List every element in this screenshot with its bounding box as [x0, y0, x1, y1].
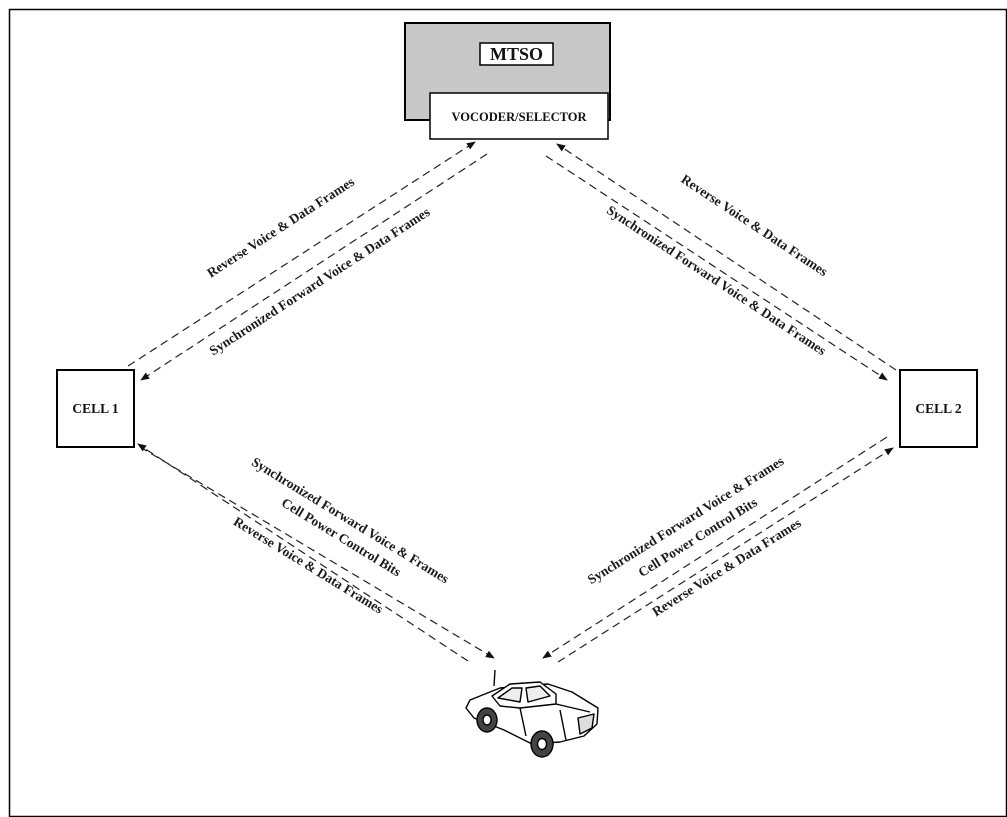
cell-1-box [56, 369, 135, 448]
cell-1-label: CELL 1 [72, 401, 118, 416]
cell-1-node: CELL 1 [56, 369, 135, 448]
car-icon [465, 669, 599, 758]
mtso-cell1-reverse-arrow [127, 141, 476, 367]
mtso-cell2-forward-label: Synchronized Forward Voice & Data Frames [604, 202, 829, 358]
cell2-car-reverse-arrow [557, 447, 894, 663]
vocoder-selector-label: VOCODER/SELECTOR [452, 110, 588, 124]
cell-2-box [899, 369, 978, 448]
cell1-car-forward-label: Synchronized Forward Voice & Frames [249, 454, 452, 586]
vocoder-selector-box [429, 92, 609, 140]
mtso-label: MTSO [490, 44, 543, 64]
cell1-car-reverse-arrow [137, 443, 469, 662]
cell-2-label: CELL 2 [915, 401, 961, 416]
mtso-node: MTSO VOCODER/SELECTOR [404, 22, 611, 140]
cell-2-node: CELL 2 [899, 369, 978, 448]
mtso-cell2-forward-arrow [545, 155, 888, 381]
cell2-car-forward-arrow [542, 436, 888, 659]
mtso-cell1-forward-arrow [140, 153, 488, 381]
mtso-cell1-forward-label: Synchronized Forward Voice & Data Frames [207, 204, 433, 358]
mtso-cell2-reverse-arrow [556, 143, 897, 371]
mtso-label-box [479, 42, 554, 66]
cell1-car-forward-arrow [139, 446, 495, 659]
